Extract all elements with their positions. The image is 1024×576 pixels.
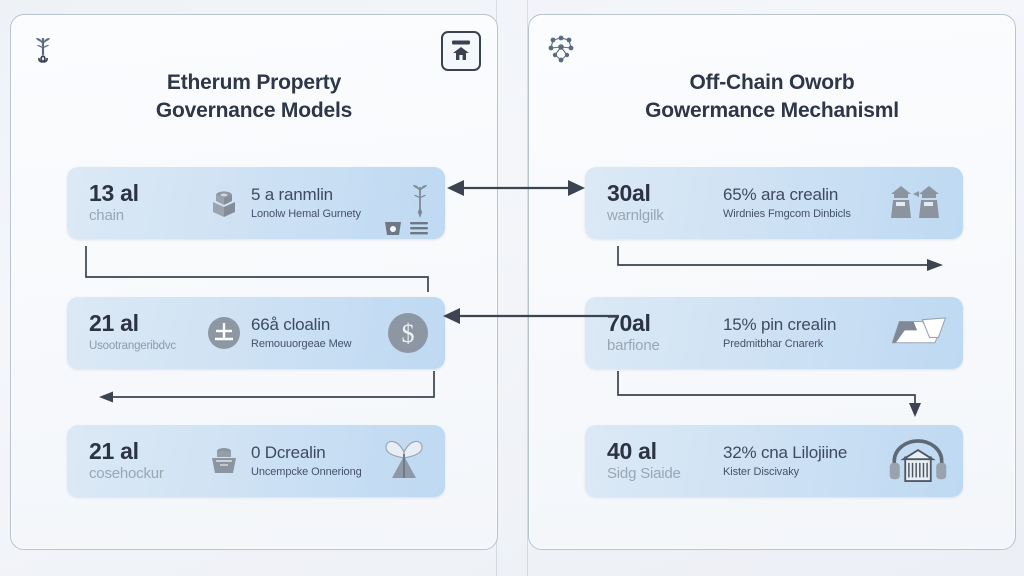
metric-unit: al [120,179,139,206]
detail-headline: 65% ara crealin [723,185,839,204]
metric-unit: al [120,309,139,336]
metric-value: 40 al [607,437,719,464]
metric-number: 40 [607,437,632,464]
list-item[interactable]: 21 al cosehockur 0 Dcrealin Uncempcke On… [67,425,445,497]
network-cluster-icon [543,31,579,67]
metric-label: chain [89,206,124,224]
metric-number: 70 [607,309,632,336]
metric-label: warnlgilk [607,206,664,224]
detail-headline: 66å cloalin [251,315,331,334]
panel-title-line-2: Governance Models [155,99,353,122]
connector-elbow-down-left [97,371,437,423]
metric-unit: al [120,437,139,464]
metric-number: 30 [607,179,632,206]
headphones-bank-icon [889,439,947,482]
detail-subtext: Wirdnies Fmgcom Dinbicls [723,208,851,220]
metric-label: cosehockur [89,464,164,482]
page-title: Off-Chain Oworb Gowermance Mechanisml [529,69,1015,125]
metric-unit: al [631,309,651,336]
detail-subtext: Uncempcke Onneriong [251,466,362,478]
detail-headline: 5 a ranmlin [251,185,333,204]
detail-headline: 15% pin crealin [723,315,837,334]
detail-subtext: Lonolw Hemal Gurnety [251,208,361,220]
connector-elbow-down-right [615,243,945,287]
two-pavilions-icon [891,186,939,218]
page-title: Etherum Property Governance Models [11,69,497,125]
home-badge-icon[interactable] [441,31,481,71]
list-item[interactable]: 30al warnlgilk 65% ara crealin Wirdnies … [585,167,963,239]
panel-on-chain: Etherum Property Governance Models 13 al… [10,14,498,550]
detail-block: 15% pin crealin Predmitbhar Cnarerk [719,314,887,352]
mini-icon-stack [383,219,429,237]
row-trailing-icons [369,425,431,497]
metric-unit: al [638,437,657,464]
connector-elbow-down-right [615,371,935,419]
detail-block: 0 Dcrealin Uncempcke Onneriong [247,442,369,480]
metric-label: Usootrangeribdvc [89,339,176,352]
detail-block: 65% ara crealin Wirdnies Fmgcom Dinbicls [719,184,887,222]
box-package-icon [201,186,247,220]
row-trailing-icons [887,425,949,497]
list-item[interactable]: 70al barfione 15% pin crealin Predmitbha… [585,297,963,369]
metric-value: 13 al [89,179,201,206]
svg-text:$: $ [402,319,415,348]
ink-well-icon [201,443,247,479]
list-item[interactable]: 21 al Usootrangeribdvc 66å cloalin Remou… [67,297,445,369]
metric-value: 30al [607,179,719,206]
connector-elbow-down-right [83,243,433,293]
row-trailing-icons: $ [369,297,431,369]
detail-subtext: Remouuorgeae Mew [251,338,352,350]
detail-block: 5 a ranmlin Lonolw Hemal Gurnety [247,184,369,222]
detail-block: 32% cna Lilojiine Kister Discivaky [719,442,887,480]
panel-title-line-1: Etherum Property [166,71,342,94]
panel-title-line-1: Off-Chain Oworb [689,71,855,94]
row-trailing-icons [887,297,949,369]
metric-value: 21 al [89,309,201,336]
open-folder-icon [891,317,947,344]
metric-block: 13 al chain [89,179,201,226]
list-item[interactable]: 40 al Sidg Siaide 32% cna Lilojiine Kist… [585,425,963,497]
panel-title-line-2: Gowermance Mechanisml [645,99,899,122]
metric-number: 21 [89,309,114,336]
detail-subtext: Kister Discivaky [723,466,800,478]
metric-value: 70al [607,309,719,336]
metric-label: Sidg Siaide [607,464,681,482]
detail-subtext: Predmitbhar Cnarerk [723,338,824,350]
metric-unit: al [631,179,651,206]
plant-sprout-icon [25,31,61,67]
metric-block: 30al warnlgilk [607,179,719,226]
detail-headline: 32% cna Lilojiine [723,443,848,462]
list-item[interactable]: 13 al chain 5 a ranmlin Lonolw Hemal Gur… [67,167,445,239]
row-trailing-icons [369,167,431,239]
metric-label: barfione [607,336,660,354]
detail-headline: 0 Dcrealin [251,443,326,462]
bucket-icon [385,222,401,235]
insect-antenna-icon [413,185,427,218]
list-lines-icon [410,222,428,235]
metric-value: 21 al [89,437,201,464]
dollar-coin-icon: $ [388,313,428,353]
metric-number: 21 [89,437,114,464]
scale-balance-circle-icon [201,314,247,352]
detail-block: 66å cloalin Remouuorgeae Mew [247,314,369,352]
background-seam [527,0,528,576]
metric-block: 40 al Sidg Siaide [607,437,719,484]
metric-block: 70al barfione [607,309,719,356]
metric-block: 21 al Usootrangeribdvc [89,309,201,356]
moth-wings-icon [385,440,423,478]
metric-block: 21 al cosehockur [89,437,201,484]
panel-off-chain: Off-Chain Oworb Gowermance Mechanisml 30… [528,14,1016,550]
metric-number: 13 [89,179,114,206]
row-trailing-icons [887,167,949,239]
